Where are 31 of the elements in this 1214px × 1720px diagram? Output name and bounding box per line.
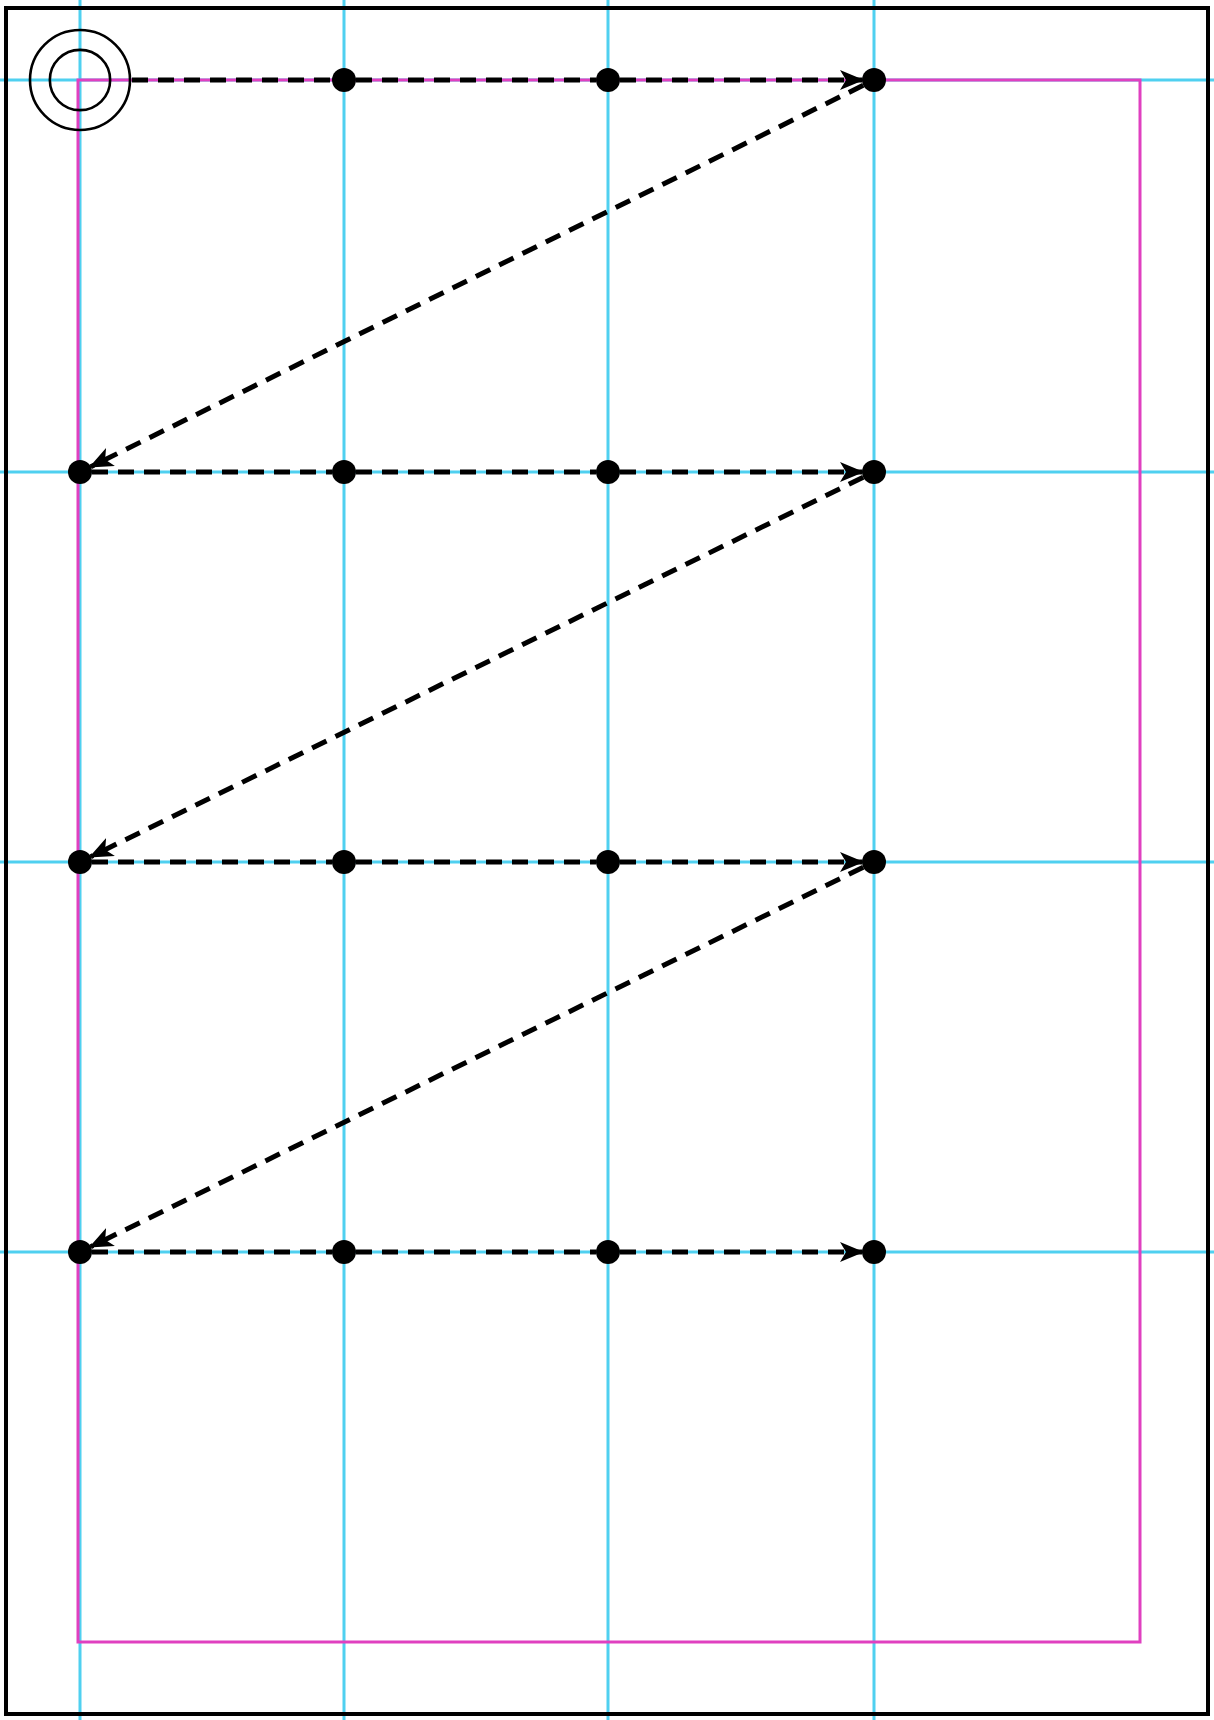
arrow xyxy=(620,852,864,872)
dot xyxy=(332,1240,356,1264)
dot xyxy=(68,850,92,874)
connector-line xyxy=(356,77,596,83)
dot xyxy=(596,850,620,874)
arrow xyxy=(88,475,865,859)
target-circle xyxy=(28,28,132,132)
dot xyxy=(862,68,886,92)
arrow xyxy=(88,865,865,1249)
dot xyxy=(862,460,886,484)
connector-line xyxy=(92,469,332,475)
dot xyxy=(596,460,620,484)
connector-line xyxy=(356,859,596,865)
connector-line xyxy=(92,1249,332,1255)
dot xyxy=(332,850,356,874)
connector-line xyxy=(356,1249,596,1255)
connector-line xyxy=(132,77,332,83)
arrow xyxy=(620,1242,864,1262)
connector-line xyxy=(92,859,332,865)
arrow xyxy=(620,462,864,482)
dot xyxy=(332,460,356,484)
dot xyxy=(596,68,620,92)
dot xyxy=(68,460,92,484)
dot xyxy=(862,850,886,874)
dot xyxy=(862,1240,886,1264)
dot xyxy=(332,68,356,92)
dot xyxy=(596,1240,620,1264)
arrow xyxy=(88,83,865,469)
connector-line xyxy=(356,469,596,475)
dot xyxy=(68,1240,92,1264)
arrow xyxy=(620,70,864,90)
